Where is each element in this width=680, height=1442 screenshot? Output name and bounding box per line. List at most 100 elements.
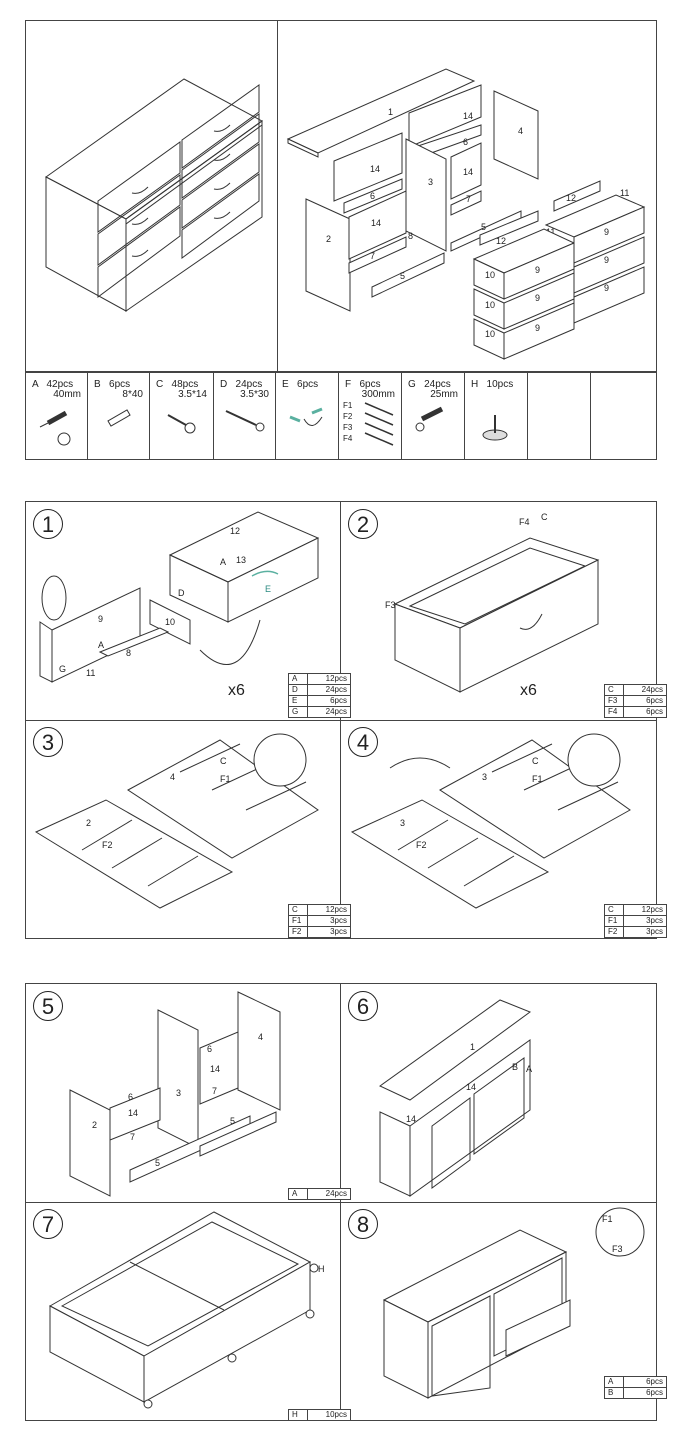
svg-text:F3: F3 xyxy=(612,1244,623,1254)
svg-text:A: A xyxy=(526,1064,532,1074)
part-label: B 6pcs xyxy=(94,379,131,390)
svg-text:10: 10 xyxy=(485,300,495,310)
svg-text:10: 10 xyxy=(485,270,495,280)
svg-text:6: 6 xyxy=(207,1044,212,1054)
svg-text:B: B xyxy=(512,1062,518,1072)
svg-text:C: C xyxy=(541,512,548,522)
drawer-slide-icon xyxy=(339,399,401,454)
step-5-drawing: 4 6 14 3 7 5 6 14 2 7 5 xyxy=(69,991,281,1197)
repeat-multiplier: x6 xyxy=(520,682,537,699)
svg-text:7: 7 xyxy=(370,251,375,261)
part-dimension: 8*40 xyxy=(122,389,143,400)
svg-text:9: 9 xyxy=(535,323,540,333)
step-3-drawing: 4 C F1 2 F2 C F1 xyxy=(34,733,319,909)
exploded-view-drawing: 1 14 4 14 6 3 14 6 2 14 7 7 5 xyxy=(286,68,646,360)
svg-text:7: 7 xyxy=(466,194,471,204)
svg-text:4: 4 xyxy=(258,1032,263,1042)
svg-text:6: 6 xyxy=(370,191,375,201)
part-label: F 6pcs xyxy=(345,379,381,390)
svg-text:2: 2 xyxy=(326,234,331,244)
step-4-drawing: 3 C F1 3 F2 C F1 xyxy=(350,733,631,909)
svg-text:6: 6 xyxy=(463,137,468,147)
svg-text:F1: F1 xyxy=(532,774,543,784)
svg-text:8: 8 xyxy=(126,648,131,658)
svg-text:14: 14 xyxy=(128,1108,138,1118)
svg-text:3: 3 xyxy=(482,772,487,782)
step-1-drawing: 12 13 A D E 9 10 8 A 11 G xyxy=(39,511,320,683)
part-sub-label: F3 xyxy=(343,423,353,432)
svg-text:9: 9 xyxy=(98,614,103,624)
step-6-drawing: 1 B A 14 14 xyxy=(379,999,532,1197)
svg-text:13: 13 xyxy=(236,555,246,565)
svg-text:12: 12 xyxy=(496,236,506,246)
step-2-drawing: F4 C F3 xyxy=(385,512,600,693)
step-number: 2 xyxy=(348,509,378,539)
svg-text:C: C xyxy=(532,756,539,766)
svg-text:14: 14 xyxy=(370,164,380,174)
part-cell-empty xyxy=(528,373,591,459)
svg-text:9: 9 xyxy=(604,227,609,237)
part-cell-h: H 10pcs xyxy=(465,373,528,459)
svg-text:9: 9 xyxy=(604,255,609,265)
svg-text:A: A xyxy=(220,557,226,567)
svg-text:9: 9 xyxy=(535,293,540,303)
svg-text:5: 5 xyxy=(481,222,486,232)
assembled-dresser-drawing xyxy=(45,78,263,312)
svg-text:3: 3 xyxy=(428,177,433,187)
svg-text:5: 5 xyxy=(400,271,405,281)
step-number: 3 xyxy=(33,727,63,757)
step-number: 8 xyxy=(348,1209,378,1239)
part-dimension: 300mm xyxy=(361,389,395,400)
short-screw-icon xyxy=(150,399,213,454)
part-label: E 6pcs xyxy=(282,379,319,390)
svg-text:14: 14 xyxy=(406,1114,416,1124)
svg-text:5: 5 xyxy=(155,1158,160,1168)
handle-icon xyxy=(276,399,338,454)
cam-dowel-icon xyxy=(26,399,87,454)
part-label: G 24pcs xyxy=(408,379,451,390)
part-label: C 48pcs xyxy=(156,379,199,390)
glide-foot-icon xyxy=(465,399,527,454)
part-sub-label: F4 xyxy=(343,434,353,443)
svg-text:A: A xyxy=(98,640,104,650)
step-number: 6 xyxy=(348,991,378,1021)
svg-text:G: G xyxy=(59,664,66,674)
svg-text:10: 10 xyxy=(485,329,495,339)
part-label: A 42pcs xyxy=(32,379,74,390)
part-sub-label: F1 xyxy=(343,401,353,410)
svg-text:9: 9 xyxy=(604,283,609,293)
svg-text:1: 1 xyxy=(470,1042,475,1052)
step-number: 5 xyxy=(33,991,63,1021)
step-7-drawing: H xyxy=(48,1211,325,1409)
svg-text:3: 3 xyxy=(400,818,405,828)
part-sub-label: F2 xyxy=(343,412,353,421)
svg-text:F4: F4 xyxy=(519,517,530,527)
svg-text:4: 4 xyxy=(170,772,175,782)
svg-text:5: 5 xyxy=(230,1116,235,1126)
cam-lock-icon xyxy=(402,399,464,454)
svg-text:F3: F3 xyxy=(385,600,396,610)
wood-dowel-icon xyxy=(88,399,149,454)
overview-divider xyxy=(277,21,278,371)
svg-text:6: 6 xyxy=(128,1092,133,1102)
part-dimension: 3.5*30 xyxy=(240,389,269,400)
svg-text:14: 14 xyxy=(466,1082,476,1092)
svg-text:3: 3 xyxy=(176,1088,181,1098)
long-screw-icon xyxy=(214,399,275,454)
part-label: 1 xyxy=(388,107,393,117)
svg-text:C: C xyxy=(220,756,227,766)
svg-text:2: 2 xyxy=(92,1120,97,1130)
svg-text:11: 11 xyxy=(86,668,95,678)
